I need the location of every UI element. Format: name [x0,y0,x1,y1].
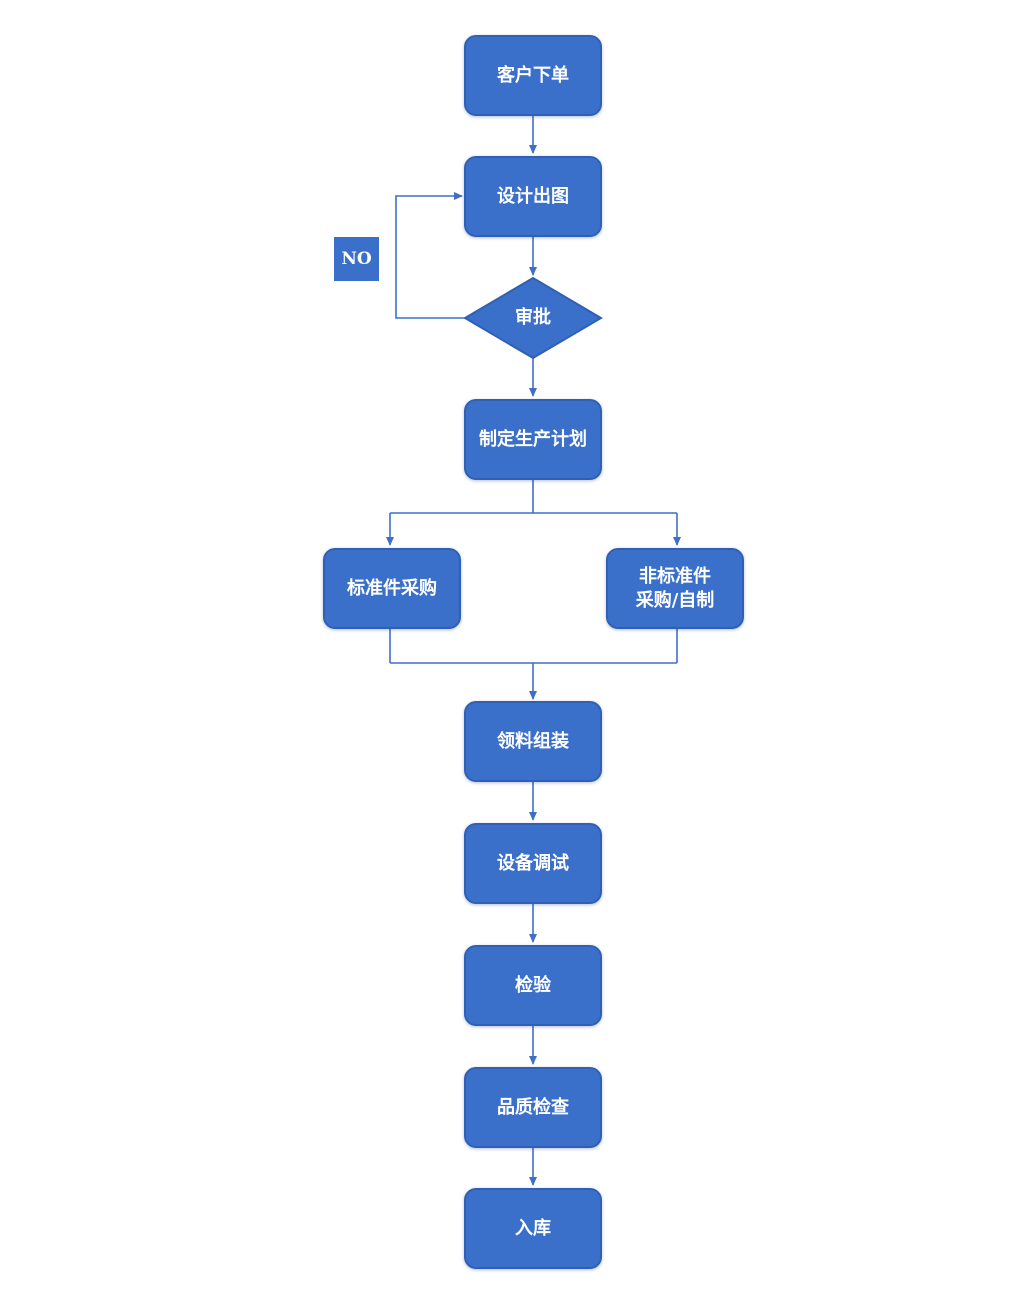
node-nonstandard-purchase-text: 非标准件 采购/自制 [636,565,715,613]
node-warehousing: 入库 [464,1188,602,1269]
node-quality-check-label: 品质检查 [497,1096,569,1118]
edge-approval-no-loop [395,192,466,319]
node-standard-purchase-label: 标准件采购 [347,577,437,599]
node-equipment-debug-label: 设备调试 [497,852,569,874]
node-warehousing-label: 入库 [515,1217,551,1239]
node-design-drawing-label: 设计出图 [497,185,569,207]
node-material-assembly-label: 领料组装 [497,730,569,752]
node-quality-check: 品质检查 [464,1067,602,1148]
node-design-drawing: 设计出图 [464,156,602,237]
node-customer-order-label: 客户下单 [497,64,569,86]
node-customer-order: 客户下单 [464,35,602,116]
node-nonstandard-purchase: 非标准件 采购/自制 [606,548,744,629]
node-standard-purchase: 标准件采购 [323,548,461,629]
node-production-plan: 制定生产计划 [464,399,602,480]
node-equipment-debug: 设备调试 [464,823,602,904]
node-inspection: 检验 [464,945,602,1026]
node-nonstandard-line1: 非标准件 [638,565,711,587]
node-inspection-label: 检验 [515,974,551,996]
approval-diamond [463,276,603,360]
approval-label: 审批 [515,307,551,328]
node-material-assembly: 领料组装 [464,701,602,782]
loop-no-label: NO [334,237,379,281]
node-production-plan-label: 制定生产计划 [479,428,587,450]
node-nonstandard-line2: 采购/自制 [635,589,715,611]
